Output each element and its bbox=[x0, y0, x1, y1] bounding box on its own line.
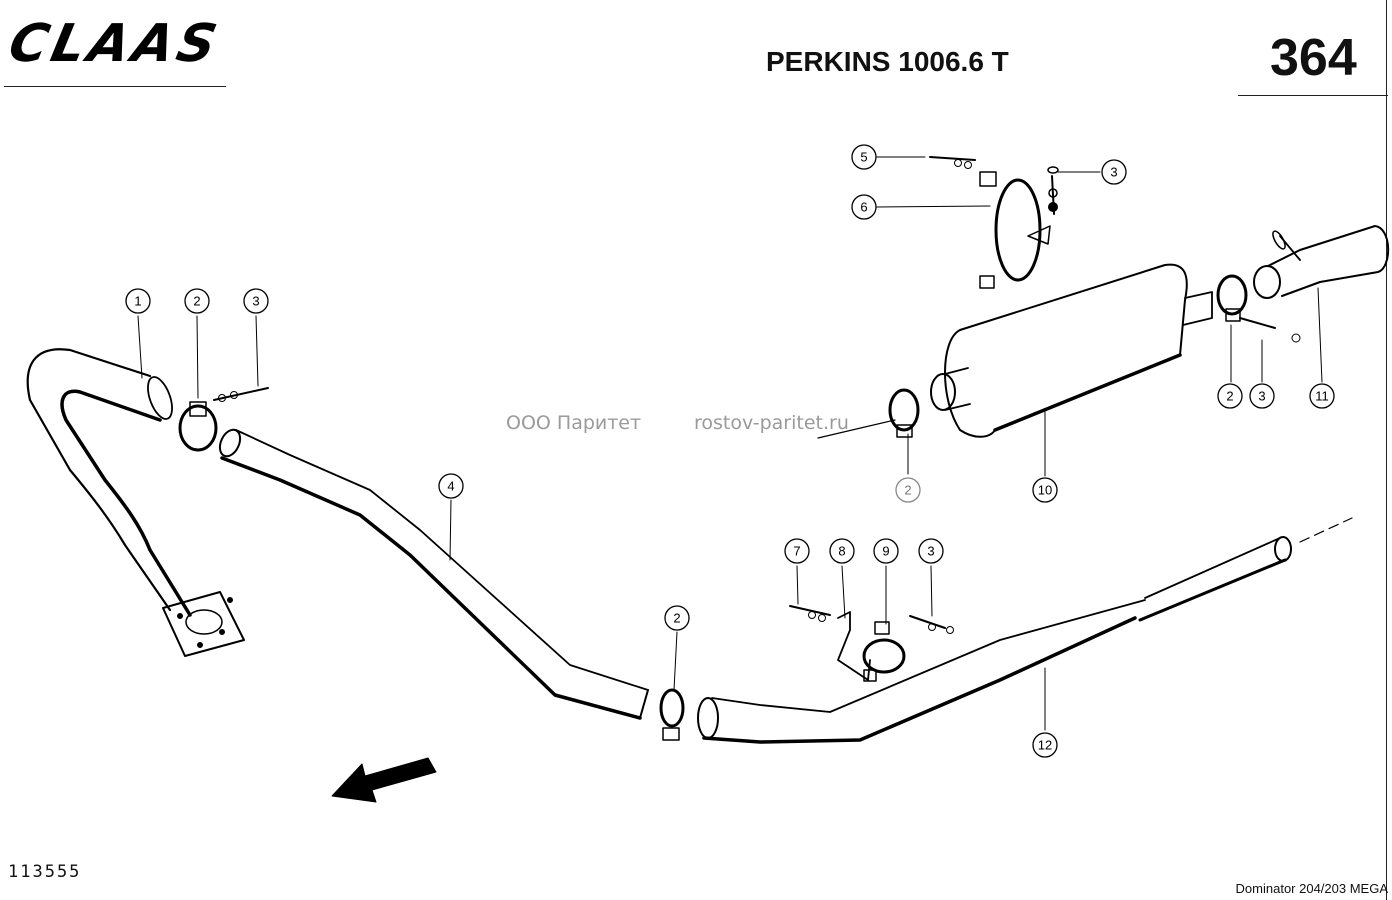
callout-part-11: 11 bbox=[1315, 389, 1329, 404]
drawing-number: 113555 bbox=[8, 862, 82, 882]
callout-part-3: 3 bbox=[252, 294, 259, 309]
pipe-clamp bbox=[1216, 274, 1301, 343]
callout-part-2: 2 bbox=[1226, 389, 1233, 404]
page-title: PERKINS 1006.6 T bbox=[766, 46, 1009, 77]
middle-pipe bbox=[218, 428, 649, 720]
tail-pipe bbox=[1253, 225, 1390, 299]
callout-part-9: 9 bbox=[882, 544, 889, 559]
callout-part-5: 5 bbox=[860, 150, 867, 165]
logo-underline bbox=[4, 86, 226, 87]
callout-part-10: 10 bbox=[1038, 483, 1052, 498]
page-number: 364 bbox=[1270, 29, 1357, 87]
right-border bbox=[1386, 0, 1387, 900]
callout-part-6: 6 bbox=[860, 200, 867, 215]
callout-part-12: 12 bbox=[1038, 738, 1052, 753]
callout-part-2: 2 bbox=[673, 611, 680, 626]
callout-part-1: 1 bbox=[134, 294, 141, 309]
callout-part-3: 3 bbox=[927, 544, 934, 559]
callout-part-2: 2 bbox=[904, 483, 911, 498]
muffler bbox=[930, 263, 1213, 438]
callout-part-2: 2 bbox=[193, 294, 200, 309]
elbow-pipe bbox=[26, 348, 245, 657]
watermark-company: ООО Паритет bbox=[506, 412, 642, 434]
page-number-underline bbox=[1238, 95, 1388, 96]
leader-lines bbox=[137, 156, 1323, 731]
watermark-site: rostov-paritet.ru bbox=[694, 412, 849, 434]
pipe-bracket bbox=[789, 605, 954, 682]
direction-arrow-icon bbox=[331, 757, 437, 803]
pipe-clamp bbox=[817, 388, 920, 439]
pipe-clamp bbox=[659, 688, 685, 741]
callout-part-3: 3 bbox=[1258, 389, 1265, 404]
callout-circles bbox=[125, 144, 1335, 758]
callout-part-4: 4 bbox=[447, 479, 454, 494]
pipe-clamp bbox=[178, 387, 269, 452]
callout-part-7: 7 bbox=[793, 544, 800, 559]
muffler-strap bbox=[929, 156, 1059, 289]
rear-pipe bbox=[697, 517, 1353, 744]
model-label: Dominator 204/203 MEGA bbox=[1235, 881, 1388, 896]
callout-part-3: 3 bbox=[1110, 165, 1117, 180]
callout-part-8: 8 bbox=[838, 544, 845, 559]
